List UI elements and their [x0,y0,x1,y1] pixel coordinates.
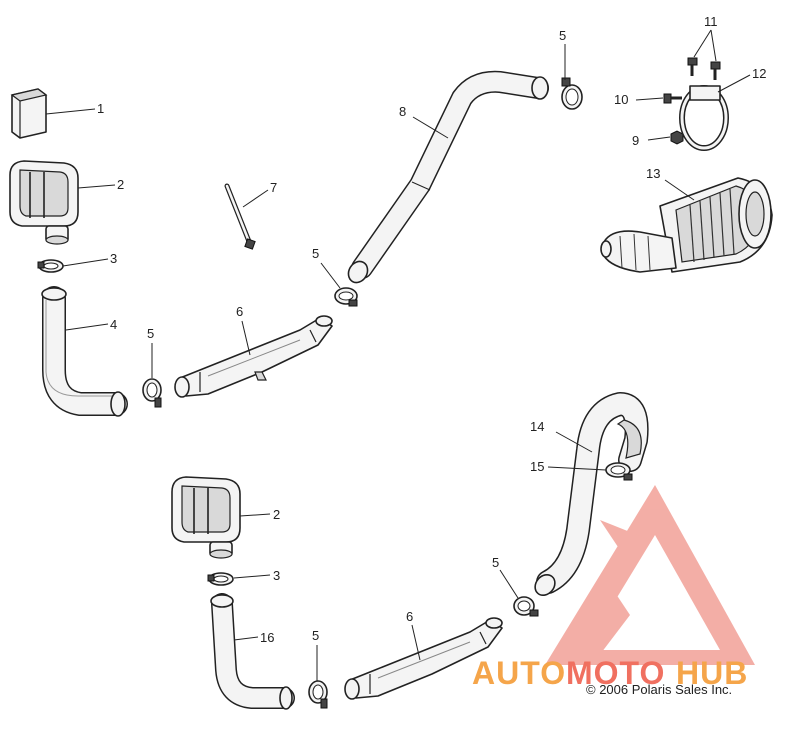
callout-8: 8 [399,104,406,119]
watermark-triangle-left-leg [560,585,630,665]
callout-7: 7 [270,180,277,195]
part-15-clamp [605,462,633,481]
callout-16: 16 [260,630,274,645]
part-2-airbox-upper [9,160,79,245]
watermark-text-moto: MOTO [566,655,665,691]
callout-14: 14 [530,419,544,434]
callout-5-c: 5 [559,28,566,43]
watermark-text: AUTO MOTO HUB [472,655,748,691]
watermark-text-hub: HUB [676,655,748,691]
part-5-clamp-d [308,680,328,709]
callout-6-upper: 6 [236,304,243,319]
part-10-bolt [663,93,682,104]
part-12-band-clamp [679,85,729,151]
callout-1: 1 [97,101,104,116]
part-5-clamp-c [561,77,583,110]
callout-5-a: 5 [147,326,154,341]
part-5-clamp-a [142,378,162,408]
part-6-duct-lower [344,617,503,700]
part-5-clamp-e [513,596,539,617]
part-8-long-hose [347,70,549,284]
part-14-s-hose [534,392,649,597]
callout-13: 13 [646,166,660,181]
copyright-notice: © 2006 Polaris Sales Inc. [586,682,732,697]
callout-9: 9 [632,133,639,148]
part-7-zip-tie [224,183,256,250]
callout-5-e: 5 [492,555,499,570]
part-5-clamp-b [334,287,358,307]
watermark-text-auto: AUTO [472,655,566,691]
callout-5-b: 5 [312,246,319,261]
part-4-elbow-hose [41,286,128,417]
part-11-bolts [687,57,721,80]
callout-3-lower: 3 [273,568,280,583]
part-3-clamp-lower [207,572,234,586]
callout-2-lower: 2 [273,507,280,522]
callout-12: 12 [752,66,766,81]
callout-5-d: 5 [312,628,319,643]
watermark-triangle-notch [600,520,650,565]
callout-10: 10 [614,92,628,107]
watermark-logo [545,485,755,665]
callout-6-lower: 6 [406,609,413,624]
callout-2-upper: 2 [117,177,124,192]
part-13-air-filter [600,177,773,273]
part-2-airbox-lower [171,476,241,559]
part-3-clamp-upper [37,259,64,273]
callout-15: 15 [530,459,544,474]
callout-4: 4 [110,317,117,332]
leader-lines [45,29,751,681]
callout-3-upper: 3 [110,251,117,266]
part-9-nut [670,130,684,145]
part-1-block [10,88,48,139]
callout-numbers: 1 2 3 4 5 6 7 5 8 5 11 12 10 9 13 14 15 … [97,14,766,645]
callout-11: 11 [704,14,718,29]
part-6-duct-upper [174,315,333,398]
part-16-elbow-hose [210,593,295,710]
